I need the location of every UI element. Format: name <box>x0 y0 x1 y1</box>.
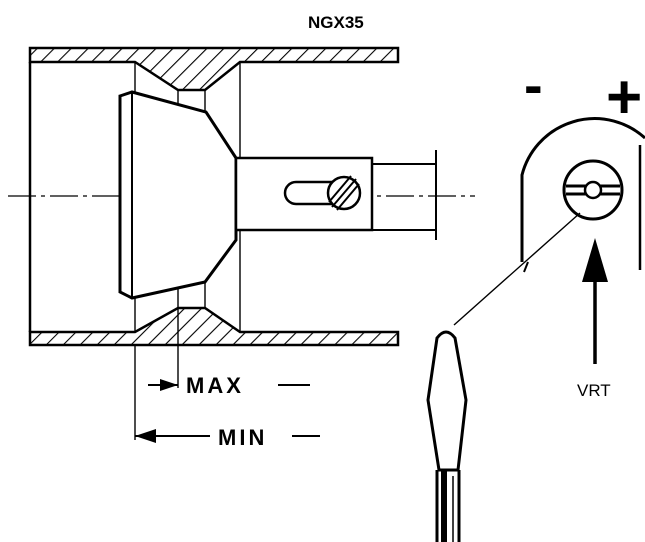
dimension-extension-lines <box>134 308 179 440</box>
air-disc <box>118 90 238 300</box>
diagram-title: NGX35 <box>308 13 364 32</box>
screwdriver-leader-line <box>453 212 581 326</box>
vrt-label: VRT <box>577 381 611 400</box>
minus-sign: - <box>524 53 543 116</box>
min-dimension <box>135 429 320 443</box>
plus-sign: + <box>606 63 642 132</box>
max-dimension <box>148 379 310 391</box>
adjusting-rod <box>234 150 437 240</box>
tube-upper-wall <box>28 46 400 92</box>
vrt-arrow <box>582 238 608 364</box>
adjustment-housing <box>520 117 645 273</box>
min-label: MIN <box>218 425 267 450</box>
tube-lower-wall <box>28 306 400 347</box>
adjusting-screw <box>562 159 624 221</box>
max-label: MAX <box>186 373 244 398</box>
screwdriver <box>426 330 468 542</box>
